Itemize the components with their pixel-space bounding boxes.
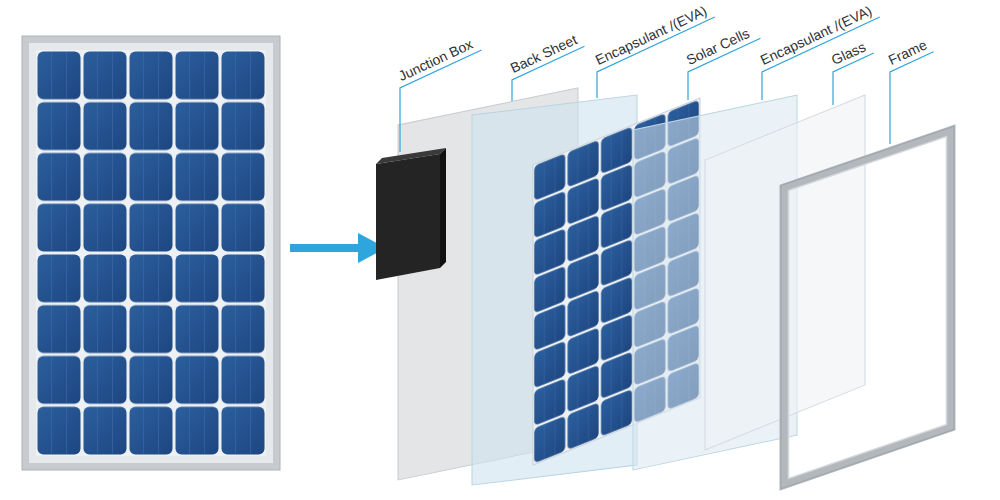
part-label: Frame: [886, 36, 930, 69]
frame-shape: [781, 126, 954, 488]
part-label: Solar Cells: [684, 25, 753, 69]
part-label: Back Sheet: [508, 31, 580, 77]
assembled-panel: [22, 36, 280, 470]
explode-arrow: [290, 233, 386, 263]
part-label: Glass: [829, 38, 869, 69]
junction-box-shape: [376, 148, 446, 280]
part-label: Junction Box: [396, 36, 476, 85]
